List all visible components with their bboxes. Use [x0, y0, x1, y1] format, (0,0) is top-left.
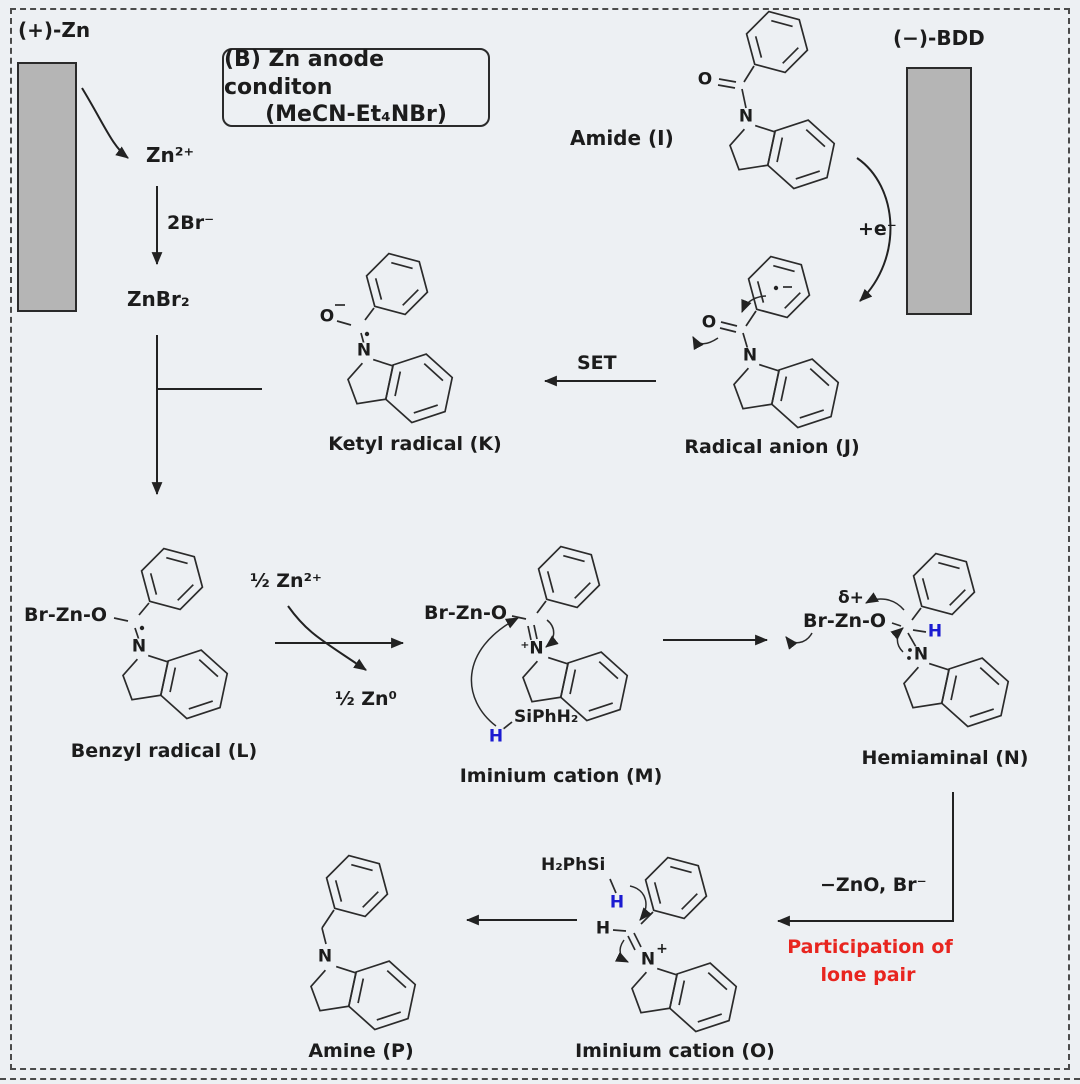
- hydride-h-n: H: [926, 621, 944, 642]
- iminium-o-label: Iminium cation (O): [575, 1040, 775, 1062]
- hemiaminal-label: Hemiaminal (N): [861, 747, 1029, 769]
- ketyl-label: Ketyl radical (K): [328, 433, 502, 455]
- condition-title-line1: (B) Zn anode conditon: [224, 47, 385, 100]
- structure-benzyl-l: [113, 543, 228, 720]
- curved-arrow-hydride-o: [629, 885, 652, 921]
- brzno-label-n: Br-Zn-O: [803, 610, 887, 632]
- atom-n-ketyl: N: [355, 340, 373, 361]
- structure-ketyl-k: [335, 248, 453, 424]
- bdd-cathode-electrode: [906, 67, 972, 315]
- delta-plus-label: δ+: [838, 588, 864, 608]
- half-zn-ion-label: ½ Zn²⁺: [250, 570, 322, 592]
- atom-n-hemiaminal: N: [912, 644, 930, 665]
- plus-charge-iminium-o: +: [655, 941, 669, 957]
- silane-o-label: H₂PhSi: [541, 855, 606, 875]
- structure-amide-i: [717, 6, 835, 190]
- atom-o-radical-anion: O: [700, 312, 718, 333]
- silane-m-label: SiPhH₂: [514, 707, 579, 727]
- atom-n-benzyl: N: [130, 636, 148, 657]
- curved-arrow-j-carbonyl: [692, 336, 719, 351]
- radical-dot-l: [139, 625, 145, 631]
- atom-n-amine: N: [316, 946, 334, 967]
- curved-arrow-j-ring: [741, 295, 767, 314]
- amine-label: Amine (P): [308, 1040, 414, 1062]
- structure-hemiaminal-n: [785, 548, 1009, 728]
- atom-n-plus-iminium-m: ⁺N: [519, 638, 545, 659]
- curved-arrow-br-leaving: [785, 632, 813, 650]
- arrow-n-to-o: [776, 792, 954, 927]
- atom-n-radical-anion: N: [741, 345, 759, 366]
- structure-radical-anion-j: [692, 251, 839, 429]
- hydride-h-m: H: [487, 726, 505, 747]
- structure-iminium-m: [470, 541, 628, 731]
- electron-label: +e⁻: [858, 218, 897, 240]
- structure-amine-p: [310, 850, 416, 1031]
- participation-line2: lone pair: [820, 964, 916, 986]
- radical-dot-k: [364, 331, 370, 337]
- arrow-zn-dissolution: [81, 87, 129, 159]
- curved-arrow-iminium-m: [545, 619, 559, 648]
- atom-n-amide: N: [737, 106, 755, 127]
- half-zn-metal-label: ½ Zn⁰: [335, 688, 397, 710]
- reaction-arrows: [81, 87, 954, 927]
- condition-title-box: (B) Zn anode conditon (MeCN-Et₄NBr): [222, 47, 490, 128]
- arrow-zn-consumed: [287, 605, 367, 671]
- atom-o-amide: O: [696, 69, 714, 90]
- participation-line1: Participation of: [787, 936, 953, 958]
- zinc-bromide-label: ZnBr₂: [127, 287, 190, 311]
- atom-n-iminium-o: N: [639, 949, 657, 970]
- figure-bottom-edge: [0, 1078, 1080, 1080]
- amide-label: Amide (I): [570, 126, 674, 150]
- structure-iminium-o: [609, 852, 737, 1033]
- elimination-label: −ZnO, Br⁻: [820, 874, 927, 896]
- curved-arrow-o-to-zn: [865, 592, 905, 611]
- zn-anode-electrode: [17, 62, 77, 312]
- brzno-label-l: Br-Zn-O: [24, 604, 108, 626]
- radical-anion-label: Radical anion (J): [684, 436, 860, 458]
- lone-pair-dot-2: [907, 656, 911, 660]
- cathode-label: (−)-BDD: [893, 26, 985, 50]
- curved-arrow-iminium-o: [614, 939, 629, 963]
- curved-arrow-lone-pair: [890, 627, 904, 653]
- bromide-label: 2Br⁻: [167, 212, 215, 234]
- anode-label: (+)-Zn: [18, 18, 91, 42]
- proton-h-o: H: [594, 918, 612, 939]
- brzno-label-m: Br-Zn-O: [424, 602, 508, 624]
- zn-ion-label: Zn²⁺: [146, 143, 195, 167]
- lone-pair-dot-1: [908, 648, 912, 652]
- iminium-m-label: Iminium cation (M): [459, 765, 663, 787]
- radical-dot-j: [773, 285, 779, 291]
- condition-title-line2: (MeCN-Et₄NBr): [265, 102, 447, 128]
- arrow-electron-transfer: [856, 157, 892, 302]
- curved-arrow-hydride-m: [470, 617, 519, 727]
- set-label: SET: [577, 352, 617, 374]
- benzyl-label: Benzyl radical (L): [70, 740, 258, 762]
- hydride-h-o: H: [608, 892, 626, 913]
- atom-o-ketyl: O: [318, 306, 336, 327]
